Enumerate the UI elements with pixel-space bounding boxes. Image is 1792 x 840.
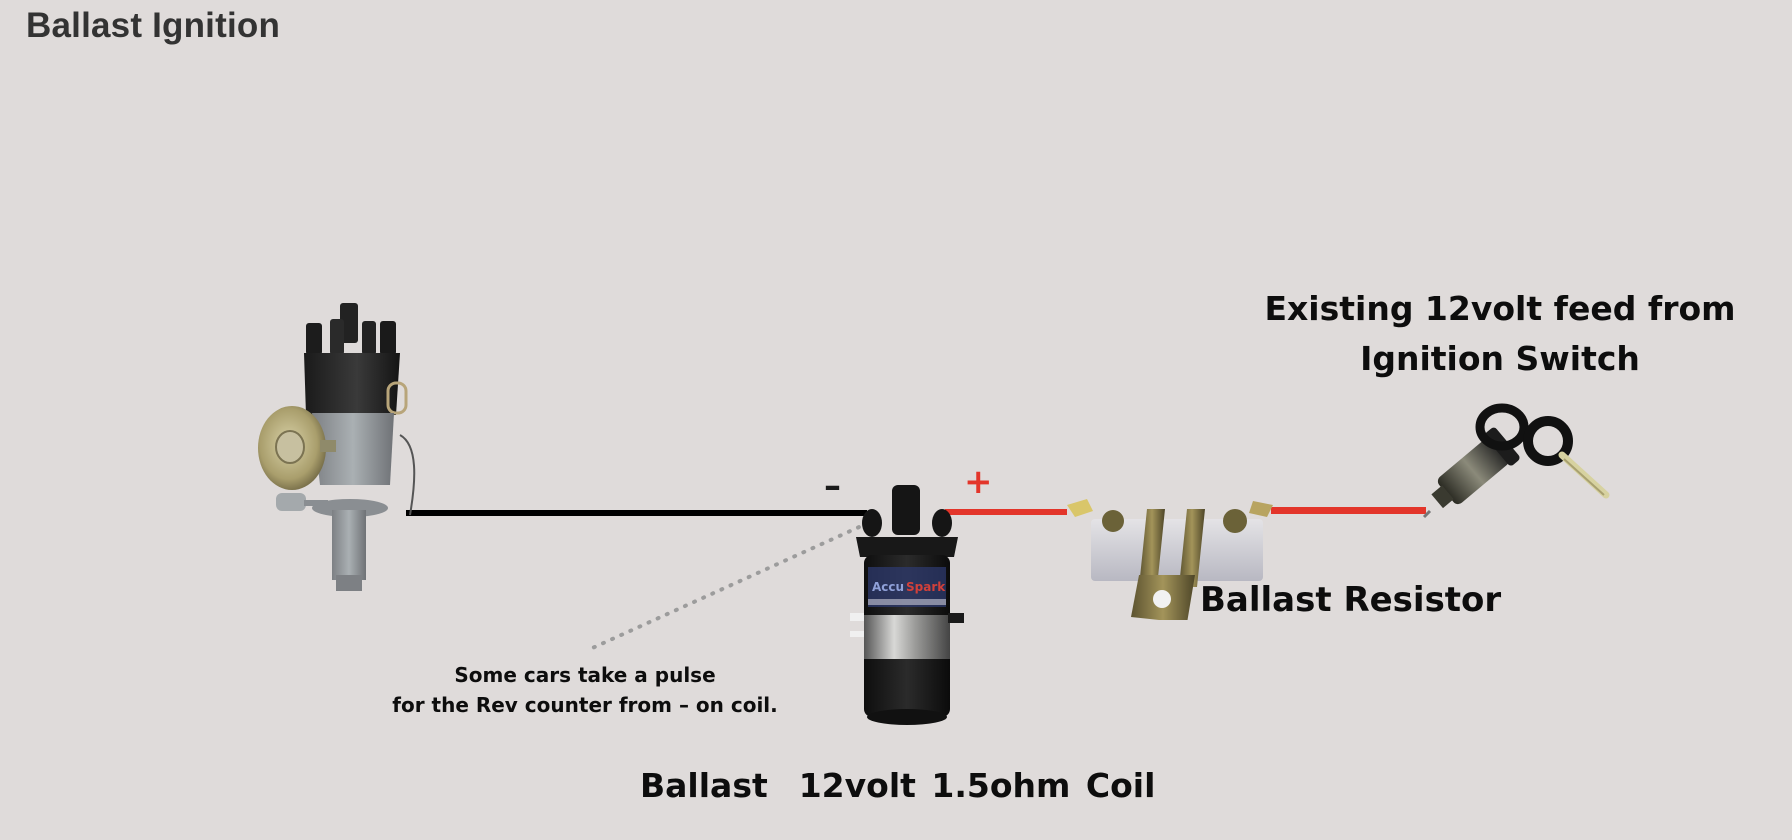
- rev-counter-note-line1: Some cars take a pulse: [454, 663, 716, 687]
- ignition-switch-icon: [1422, 403, 1610, 519]
- svg-text:Accu: Accu: [872, 580, 904, 594]
- distributor-icon: [258, 303, 416, 591]
- ignition-feed-label: Existing 12volt feed from Ignition Switc…: [1220, 284, 1780, 384]
- positive-terminal-sign: +: [964, 462, 993, 502]
- positive-wire-resistor-to-switch: [1271, 507, 1426, 514]
- ignition-coil-icon: Accu Spark: [850, 485, 964, 725]
- ignition-feed-label-line1: Existing 12volt feed from: [1264, 289, 1736, 328]
- ballast-resistor-label: Ballast Resistor: [1200, 580, 1502, 620]
- coil-label: Ballast 12volt 1.5ohm Coil: [640, 766, 1156, 805]
- negative-terminal-sign: –: [824, 466, 841, 506]
- rev-counter-note-line2: for the Rev counter from – on coil.: [392, 693, 778, 717]
- rev-counter-dotted-line: [586, 521, 870, 652]
- negative-wire: [406, 510, 867, 516]
- svg-text:Spark: Spark: [906, 580, 946, 594]
- ignition-feed-label-line2: Ignition Switch: [1360, 339, 1640, 378]
- ballast-resistor-icon: [1067, 499, 1273, 620]
- rev-counter-note: Some cars take a pulse for the Rev count…: [330, 660, 840, 720]
- page-title: Ballast Ignition: [26, 6, 281, 45]
- positive-wire-coil-to-resistor: [945, 509, 1067, 515]
